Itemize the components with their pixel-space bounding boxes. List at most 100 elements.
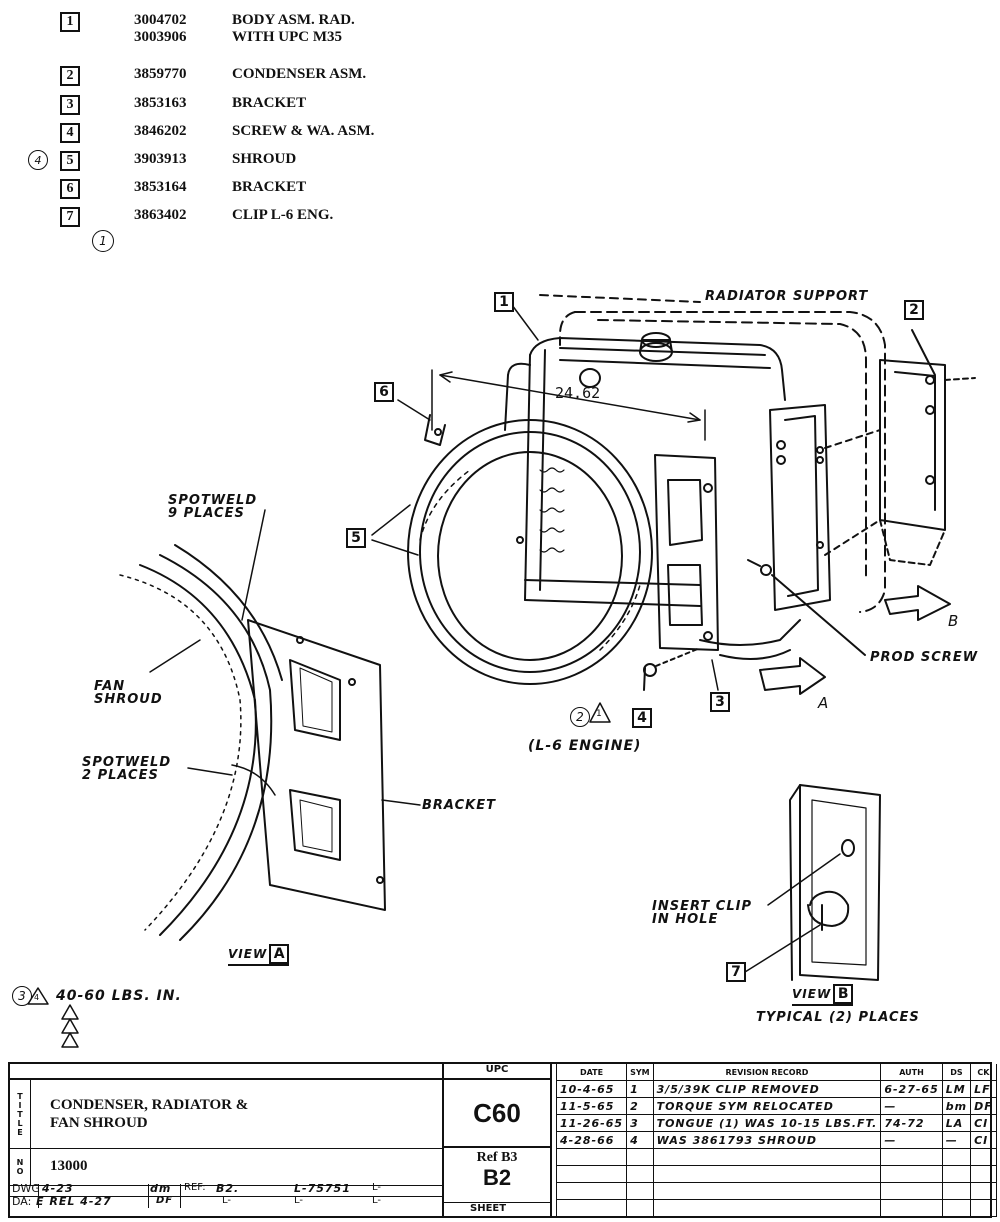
part-description: CONDENSER ASM. [232,66,367,82]
revision-record: DATE SYM REVISION RECORD AUTH DS CK 10-4… [555,1064,997,1217]
part-number: 3853163 [134,95,187,111]
typical-places-label: TYPICAL (2) PLACES [756,1010,920,1025]
parts-row-4: 4 3846202 SCREW & WA. ASM. [60,123,374,147]
view-b-arrow [884,585,951,621]
part-description: BRACKET [232,179,307,195]
part-number: 3846202 [134,123,187,139]
view-a-label: VIEW A [228,944,290,966]
dimension-24-62 [431,369,706,441]
ref-value: B2 [482,1165,512,1190]
leader-6 [397,399,431,421]
callout-4: 4 [632,708,652,728]
dwg-rows: DWG 4-23 dm REF: B2. L-75751 L- DA: E RE… [10,1182,442,1208]
view-a-arrow [759,657,826,695]
radiator-support-outline [559,311,886,613]
parts-row-2: 2 3859770 CONDENSER ASM. [60,66,366,90]
prod-screw [747,559,866,656]
drawing-title: CONDENSER, RADIATOR & FAN SHROUD [50,1097,249,1131]
callout-3: 3 [710,692,730,712]
revision-mark-item-5: 4 [28,150,48,170]
parts-row-5: 5 3903913 SHROUD [60,151,296,175]
revision-row-empty [555,1165,997,1183]
part-description: BODY ASM. RAD. [232,12,355,28]
item-number-box: 3 [60,95,80,115]
callout-7: 7 [726,962,746,982]
part-number: 3853164 [134,179,187,195]
arrow-a-letter: A [818,694,829,712]
leader-1 [511,304,539,341]
radiator-body [504,332,801,660]
radiator-support-leader [539,294,701,303]
part-description: BRACKET [232,95,307,111]
part-number-alt: 3003906 [134,29,187,45]
item-number-box: 5 [60,151,80,171]
upc-column: UPC C60 Ref B3 B2 SHEET [442,1064,552,1216]
sheet-label: SHEET [444,1202,550,1216]
dimension-label: 24.62 [555,384,601,402]
part-description: SCREW & WA. ASM. [232,123,375,139]
callout-1: 1 [494,292,514,312]
part-description: CLIP L-6 ENG. [232,207,334,223]
view-b-label: VIEW B [792,984,854,1006]
torque-triangle-number: 4 [34,993,40,1002]
part-number: 3903913 [134,151,187,167]
part-number: 3004702 [134,12,187,28]
revision-mark-item-7: 1 [92,230,114,252]
leader-5 [371,504,419,556]
part-number: 3859770 [134,66,187,82]
item-number-box: 2 [60,66,80,86]
part-description: SHROUD [232,151,297,167]
leader-3 [711,659,719,691]
parts-row-6: 6 3853164 BRACKET [60,179,306,203]
engine-note: (L-6 ENGINE) [528,738,642,754]
torque-triangles [27,702,611,1048]
left-bracket-tab [424,414,446,446]
revision-row-empty [555,1182,997,1200]
exploded-assembly-drawing [27,294,976,1048]
view-b-detail [744,784,881,981]
torque-spec: 40-60 LBS. IN. [56,988,182,1004]
callout-5: 5 [346,528,366,548]
item-number-box: 4 [60,123,80,143]
screw-revision-mark: 2 [570,707,590,727]
revision-row-empty [555,1199,997,1217]
callout-6: 6 [374,382,394,402]
radiator-mount-flange [769,404,881,611]
view-a-detail [119,509,421,941]
torque-revision-mark: 3 [12,986,32,1006]
item-number-box: 1 [60,12,80,32]
condenser-asm [879,329,976,566]
condenser-leader [911,329,936,376]
ref-label: Ref B3 [476,1150,518,1165]
bracket-label: BRACKET [422,798,496,813]
revision-header-row: DATE SYM REVISION RECORD AUTH DS CK [555,1064,997,1081]
arrow-b-letter: B [948,612,959,630]
drawing-number: 13000 [50,1158,88,1174]
item-number-box: 6 [60,179,80,199]
title-side-label: TITLE [10,1080,31,1148]
screw-washer-asm [643,647,701,691]
callout-2: 2 [904,300,924,320]
fan-shroud-ring [407,419,653,685]
part-description-2: WITH UPC M35 [232,29,342,45]
parts-row-7: 7 3863402 CLIP L-6 ENG. [60,207,333,231]
parts-row-3: 3 3853163 BRACKET [60,95,306,119]
prod-screw-label: PROD SCREW [870,650,979,665]
title-block: TITLE CONDENSER, RADIATOR & FAN SHROUD N… [8,1062,997,1218]
shroud-bracket [654,454,719,651]
upc-code: C60 [444,1078,550,1148]
upc-header: UPC [485,1064,509,1075]
screw-triangle-number: 1 [596,709,602,719]
radiator-support-label: RADIATOR SUPPORT [705,289,869,304]
revision-row-empty [555,1148,997,1166]
part-number: 3863402 [134,207,187,223]
